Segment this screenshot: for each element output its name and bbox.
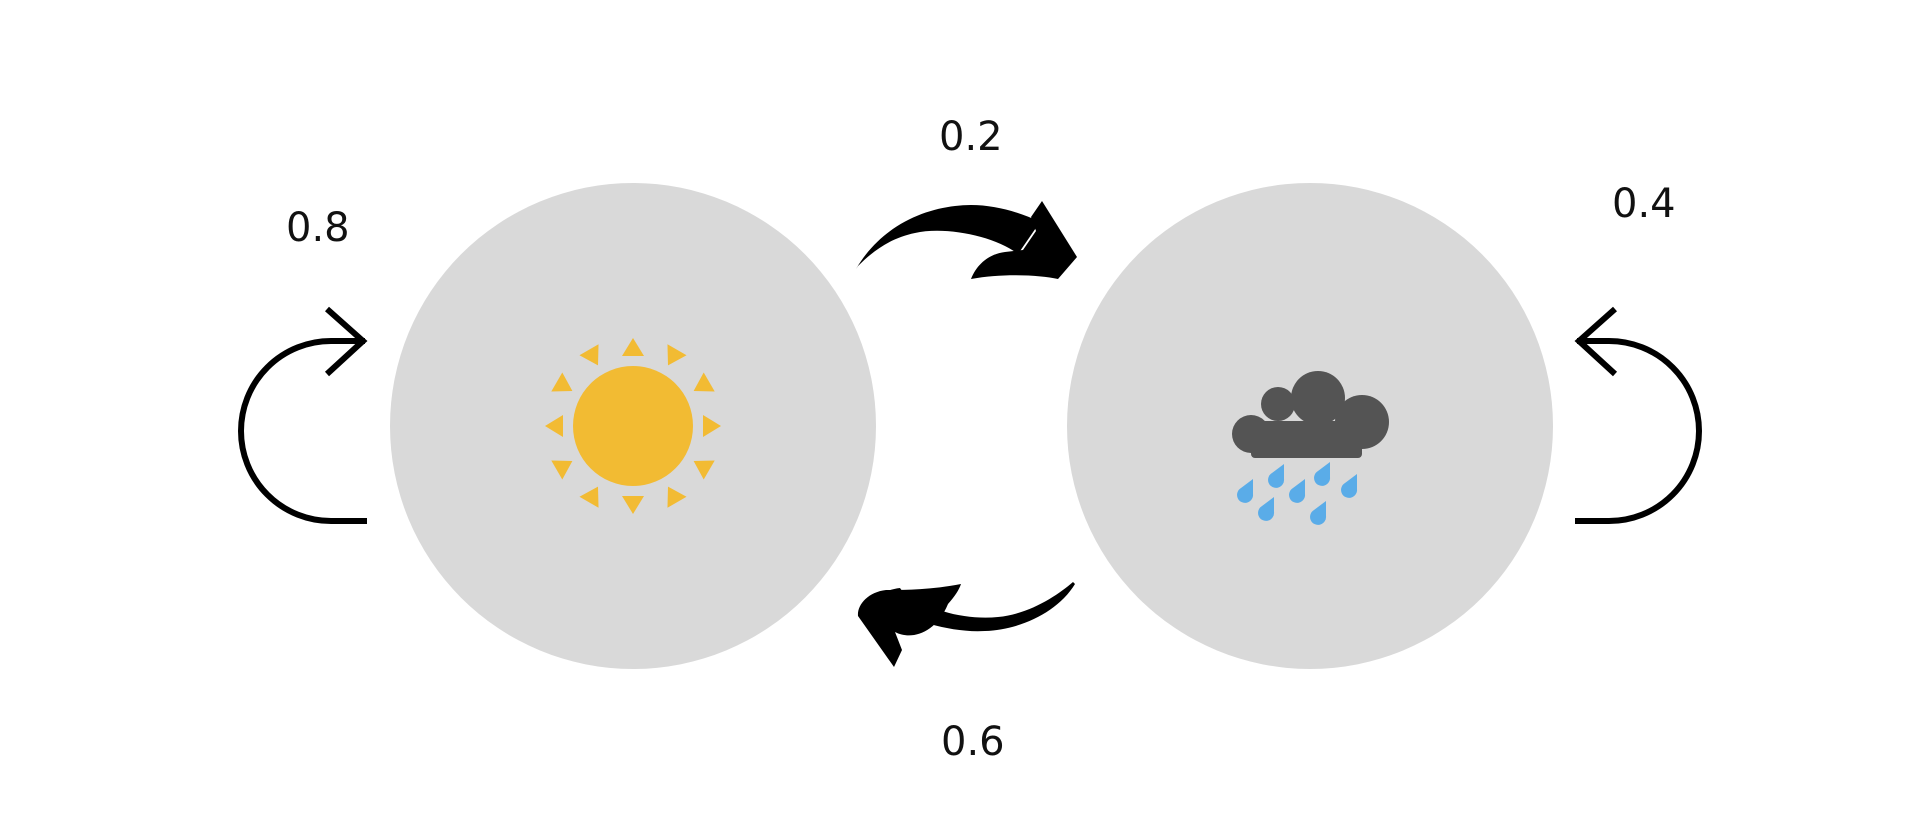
sun-ray: [579, 344, 599, 366]
transition-label-rainy-to-sunny: 0.6: [941, 719, 1005, 765]
self-loop-arrow-sunny: [238, 306, 368, 524]
transition-arrow-rainy-to-sunny: [857, 582, 1075, 667]
sun-disc: [573, 366, 693, 486]
sun-ray: [703, 415, 721, 437]
raindrop: [1289, 479, 1306, 503]
transition-label-sunny-to-rainy: 0.2: [939, 114, 1003, 160]
cloud-shape: [1232, 371, 1389, 458]
sun-ray: [667, 486, 687, 508]
sun-ray: [551, 372, 573, 392]
raindrops: [1237, 462, 1358, 525]
sun-ray: [622, 338, 644, 356]
arrow-sunny-to-rainy-shaft: [856, 204, 1040, 269]
arrow-rainy-to-sunny-head-tip: [857, 584, 961, 667]
state-sunny: [390, 183, 876, 669]
raindrop: [1341, 474, 1358, 498]
sun-ray: [579, 486, 599, 508]
rain-cloud-icon: [1232, 371, 1389, 525]
sun-ray: [551, 460, 573, 480]
sun-ray: [693, 372, 715, 392]
sun-rays: [545, 338, 721, 514]
self-loop-sunny-arc: [238, 338, 367, 524]
transition-label-rainy-to-rainy: 0.4: [1612, 181, 1676, 227]
raindrop: [1237, 479, 1254, 503]
raindrop: [1258, 497, 1275, 521]
transition-label-sunny-to-sunny: 0.8: [286, 205, 350, 251]
arrow-sunny-to-rainy-head: [971, 201, 1077, 279]
sun-ray: [693, 460, 715, 480]
raindrop: [1268, 464, 1285, 488]
self-loop-rainy-arrowhead: [1574, 306, 1618, 377]
self-loop-arrow-rainy: [1574, 306, 1702, 524]
self-loop-rainy-arc: [1575, 338, 1702, 524]
sun-icon: [545, 338, 721, 514]
sun-ray: [622, 496, 644, 514]
state-rainy: [1067, 183, 1553, 669]
sun-ray: [667, 344, 687, 366]
raindrop: [1310, 501, 1327, 525]
transition-arrow-sunny-to-rainy: [856, 201, 1077, 279]
sun-ray: [545, 415, 563, 437]
raindrop: [1314, 462, 1331, 486]
self-loop-sunny-arrowhead: [324, 306, 368, 377]
